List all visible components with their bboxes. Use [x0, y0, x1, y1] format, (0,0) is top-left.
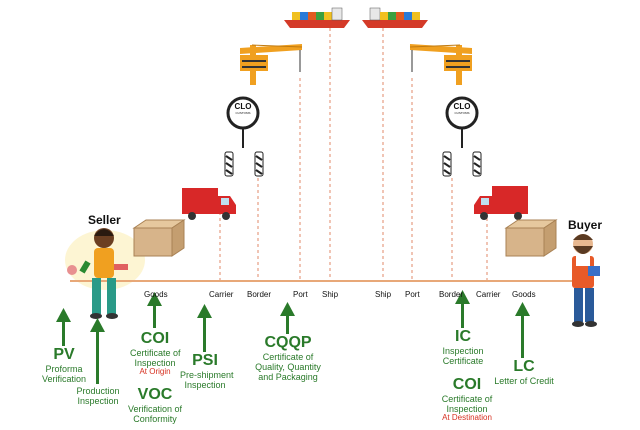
goods-box-right-icon: [504, 219, 558, 257]
coi-dest-note: At Destination: [442, 413, 492, 423]
label-cqqp: CQQP Certificate of Quality, Quantity an…: [252, 334, 324, 382]
customs-badge-right-top: CLO: [453, 102, 471, 111]
label-psi: PSI Pre-shipment Inspection: [180, 352, 234, 390]
crane-left-icon: [240, 44, 303, 85]
prod-line2: Inspection: [77, 396, 119, 407]
label-production-inspection: Production Inspection: [74, 386, 122, 406]
stop-left-goods: Goods: [144, 290, 168, 299]
voc-abbr: VOC: [137, 386, 173, 403]
coi-dest-abbr: COI: [452, 376, 482, 393]
coi-origin-abbr: COI: [140, 330, 170, 347]
voc-line1: Verification of: [127, 403, 183, 414]
stop-right-carrier: Carrier: [476, 290, 501, 299]
stop-left-ship: Ship: [322, 290, 339, 299]
border-barrier-left-icon: [224, 151, 264, 177]
customs-badge-left: CLO CUSTOMS: [232, 102, 254, 115]
customs-badge-left-bottom: CUSTOMS: [235, 110, 251, 115]
cqqp-line2: Quality, Quantity: [255, 361, 321, 372]
coi-origin-line2: Inspection: [134, 357, 176, 368]
customs-badge-left-top: CLO: [234, 102, 252, 111]
crane-right-icon: [409, 44, 472, 85]
stop-right-port: Port: [405, 290, 420, 299]
stop-left-border: Border: [247, 290, 272, 299]
pv-line2: Verification: [42, 373, 87, 384]
ic-line1: Inspection: [442, 345, 484, 356]
pv-line1: Proforma: [45, 363, 83, 374]
psi-line1: Pre-shipment: [180, 369, 234, 380]
coi-origin-line1: Certificate of: [130, 347, 181, 358]
ship-right-icon: [362, 7, 428, 28]
label-voc: VOC Verification of Conformity: [126, 386, 184, 424]
voc-line2: Conformity: [133, 413, 177, 424]
seller-label: Seller: [88, 213, 121, 227]
buyer-figure-icon: [572, 234, 600, 327]
customs-badge-right-bottom: CUSTOMS: [454, 110, 470, 115]
truck-right-icon: [474, 186, 528, 220]
cqqp-line1: Certificate of: [262, 351, 314, 362]
customs-sign-left-icon: [226, 96, 260, 148]
green-arrows: [56, 290, 530, 384]
psi-abbr: PSI: [192, 352, 218, 369]
customs-badge-right: CLO CUSTOMS: [451, 102, 473, 115]
coi-origin-note: At Origin: [139, 367, 171, 377]
label-lc: LC Letter of Credit: [494, 358, 554, 386]
stop-right-ship: Ship: [375, 290, 392, 299]
buyer-label: Buyer: [568, 218, 603, 232]
label-coi-origin: COI Certificate of Inspection At Origin: [130, 330, 181, 377]
truck-left-icon: [182, 188, 236, 220]
seller-figure-icon: [67, 228, 128, 319]
stop-left-carrier: Carrier: [209, 290, 234, 299]
border-barrier-right-icon: [442, 151, 482, 177]
label-ic: IC Inspection Certificate: [440, 328, 486, 366]
prod-line1: Production: [76, 386, 120, 396]
ship-left-icon: [284, 7, 350, 28]
goods-box-left-icon: [132, 219, 186, 257]
label-coi-destination: COI Certificate of Inspection At Destina…: [438, 376, 496, 423]
coi-dest-line1: Certificate of: [441, 393, 493, 404]
label-pv: PV Proforma Verification: [42, 346, 86, 384]
stop-left-port: Port: [293, 290, 308, 299]
coi-dest-line2: Inspection: [446, 403, 488, 414]
dashed-guides: [219, 28, 488, 280]
ic-abbr: IC: [455, 328, 471, 345]
psi-line2: Inspection: [184, 379, 226, 390]
stop-right-border: Border: [439, 290, 464, 299]
ic-line2: Certificate: [442, 355, 484, 366]
pv-abbr: PV: [53, 346, 75, 363]
cqqp-line3: and Packaging: [258, 372, 318, 383]
stop-right-goods: Goods: [512, 290, 536, 299]
cqqp-abbr: CQQP: [264, 334, 312, 351]
lc-line1: Letter of Credit: [494, 375, 554, 386]
customs-sign-right-icon: [445, 96, 479, 148]
lc-abbr: LC: [513, 358, 535, 375]
